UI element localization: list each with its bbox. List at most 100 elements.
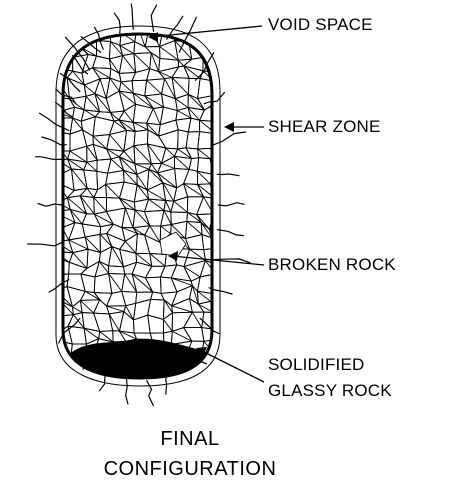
rock-fragment — [199, 378, 218, 395]
rock-crack — [125, 208, 133, 228]
rock-fragment — [122, 228, 137, 242]
rock-fragment — [159, 130, 179, 149]
rock-fragment — [134, 403, 154, 424]
label-void-space: VOID SPACE — [268, 14, 373, 36]
rock-crack — [93, 68, 110, 78]
rock-fragment — [212, 339, 229, 355]
rock-crack — [60, 383, 67, 395]
rock-fragment — [106, 78, 121, 98]
rock-crack — [217, 395, 224, 411]
rock-fragment — [109, 266, 125, 274]
rock-fragment — [81, 391, 99, 411]
rock-fragment — [68, 326, 86, 344]
rock-fragment — [100, 224, 113, 234]
rock-crack — [137, 185, 148, 199]
rock-crack — [84, 410, 99, 416]
rock-crack — [175, 99, 188, 108]
rock-fragment — [184, 408, 206, 421]
rock-fragment — [132, 262, 152, 278]
rock-fragment — [148, 299, 164, 319]
rock-fragment — [147, 130, 165, 148]
rock-crack — [215, 385, 224, 396]
rock-fragment — [161, 378, 174, 397]
rock-fragment — [93, 56, 111, 69]
rock-fragment — [211, 39, 227, 54]
rock-fragment — [56, 368, 75, 383]
rock-fragment — [184, 328, 204, 342]
rock-fragment — [57, 395, 69, 410]
rock-fragment — [184, 169, 198, 184]
rock-fragment — [198, 132, 219, 149]
rock-fragment — [172, 286, 193, 306]
rock-crack — [80, 196, 94, 214]
rock-crack — [160, 47, 179, 61]
rock-fragment — [145, 397, 165, 411]
rock-crack — [164, 210, 171, 224]
rock-fragment — [98, 411, 114, 416]
fracture-line — [214, 132, 246, 145]
rock-crack — [198, 149, 210, 159]
rock-fragment — [212, 238, 226, 255]
rock-crack — [163, 319, 172, 331]
rock-crack — [187, 221, 202, 234]
leader-glassy-rock — [200, 350, 264, 382]
rock-fragment — [54, 403, 69, 420]
rock-fragment — [68, 28, 84, 48]
rock-fragment — [212, 351, 229, 372]
rock-fragment — [202, 328, 218, 342]
rock-crack — [61, 395, 69, 410]
rock-fragment — [173, 403, 193, 421]
rock-crack — [135, 210, 150, 226]
rock-fragment — [113, 331, 126, 342]
rock-fragment — [67, 392, 84, 411]
rock-fragment — [215, 370, 223, 385]
rock-fragment — [97, 159, 111, 173]
rock-crack — [192, 312, 201, 327]
rock-fragment — [119, 312, 134, 333]
rock-fragment — [172, 299, 193, 313]
rock-fragment — [83, 130, 94, 147]
rock-fragment — [95, 261, 109, 277]
rock-crack — [94, 198, 107, 212]
rock-fragment — [147, 144, 165, 164]
rock-fragment — [60, 380, 75, 395]
rock-crack — [100, 234, 112, 246]
rock-fragment — [184, 392, 204, 409]
rock-crack — [149, 199, 164, 210]
rock-fragment — [112, 394, 127, 411]
rock-fragment — [188, 118, 199, 132]
caption-final: FINAL — [90, 424, 290, 454]
rock-crack — [112, 394, 126, 410]
fracture-line — [204, 92, 224, 103]
rock-fragment — [133, 104, 153, 123]
fracture-line — [28, 242, 64, 246]
rock-fragment — [214, 261, 231, 278]
caption-configuration: CONFIGURATION — [90, 454, 290, 484]
rock-fragment — [67, 379, 84, 396]
rock-crack — [55, 182, 67, 198]
fracture-line — [218, 230, 244, 236]
rock-crack — [184, 408, 206, 421]
rock-crack — [172, 306, 193, 312]
rock-fragment — [57, 28, 72, 44]
rock-crack — [145, 96, 164, 107]
rock-crack — [215, 198, 229, 208]
rock-crack — [87, 188, 94, 197]
fracture-line — [114, 13, 120, 34]
rock-crack — [211, 411, 223, 424]
rock-crack — [171, 278, 192, 286]
rock-fragment — [161, 210, 172, 226]
rock-fragment — [159, 120, 179, 136]
rock-fragment — [80, 410, 99, 419]
rock-fragment — [158, 169, 177, 188]
rock-fragment — [145, 277, 161, 293]
rock-fragment — [68, 410, 84, 420]
rock-crack — [161, 226, 171, 234]
rock-fragment — [151, 403, 162, 424]
fracture-line — [126, 379, 128, 404]
rock-fragment — [186, 148, 199, 159]
rock-fragment — [211, 395, 224, 411]
rock-crack — [150, 253, 165, 266]
rock-crack — [211, 41, 226, 55]
